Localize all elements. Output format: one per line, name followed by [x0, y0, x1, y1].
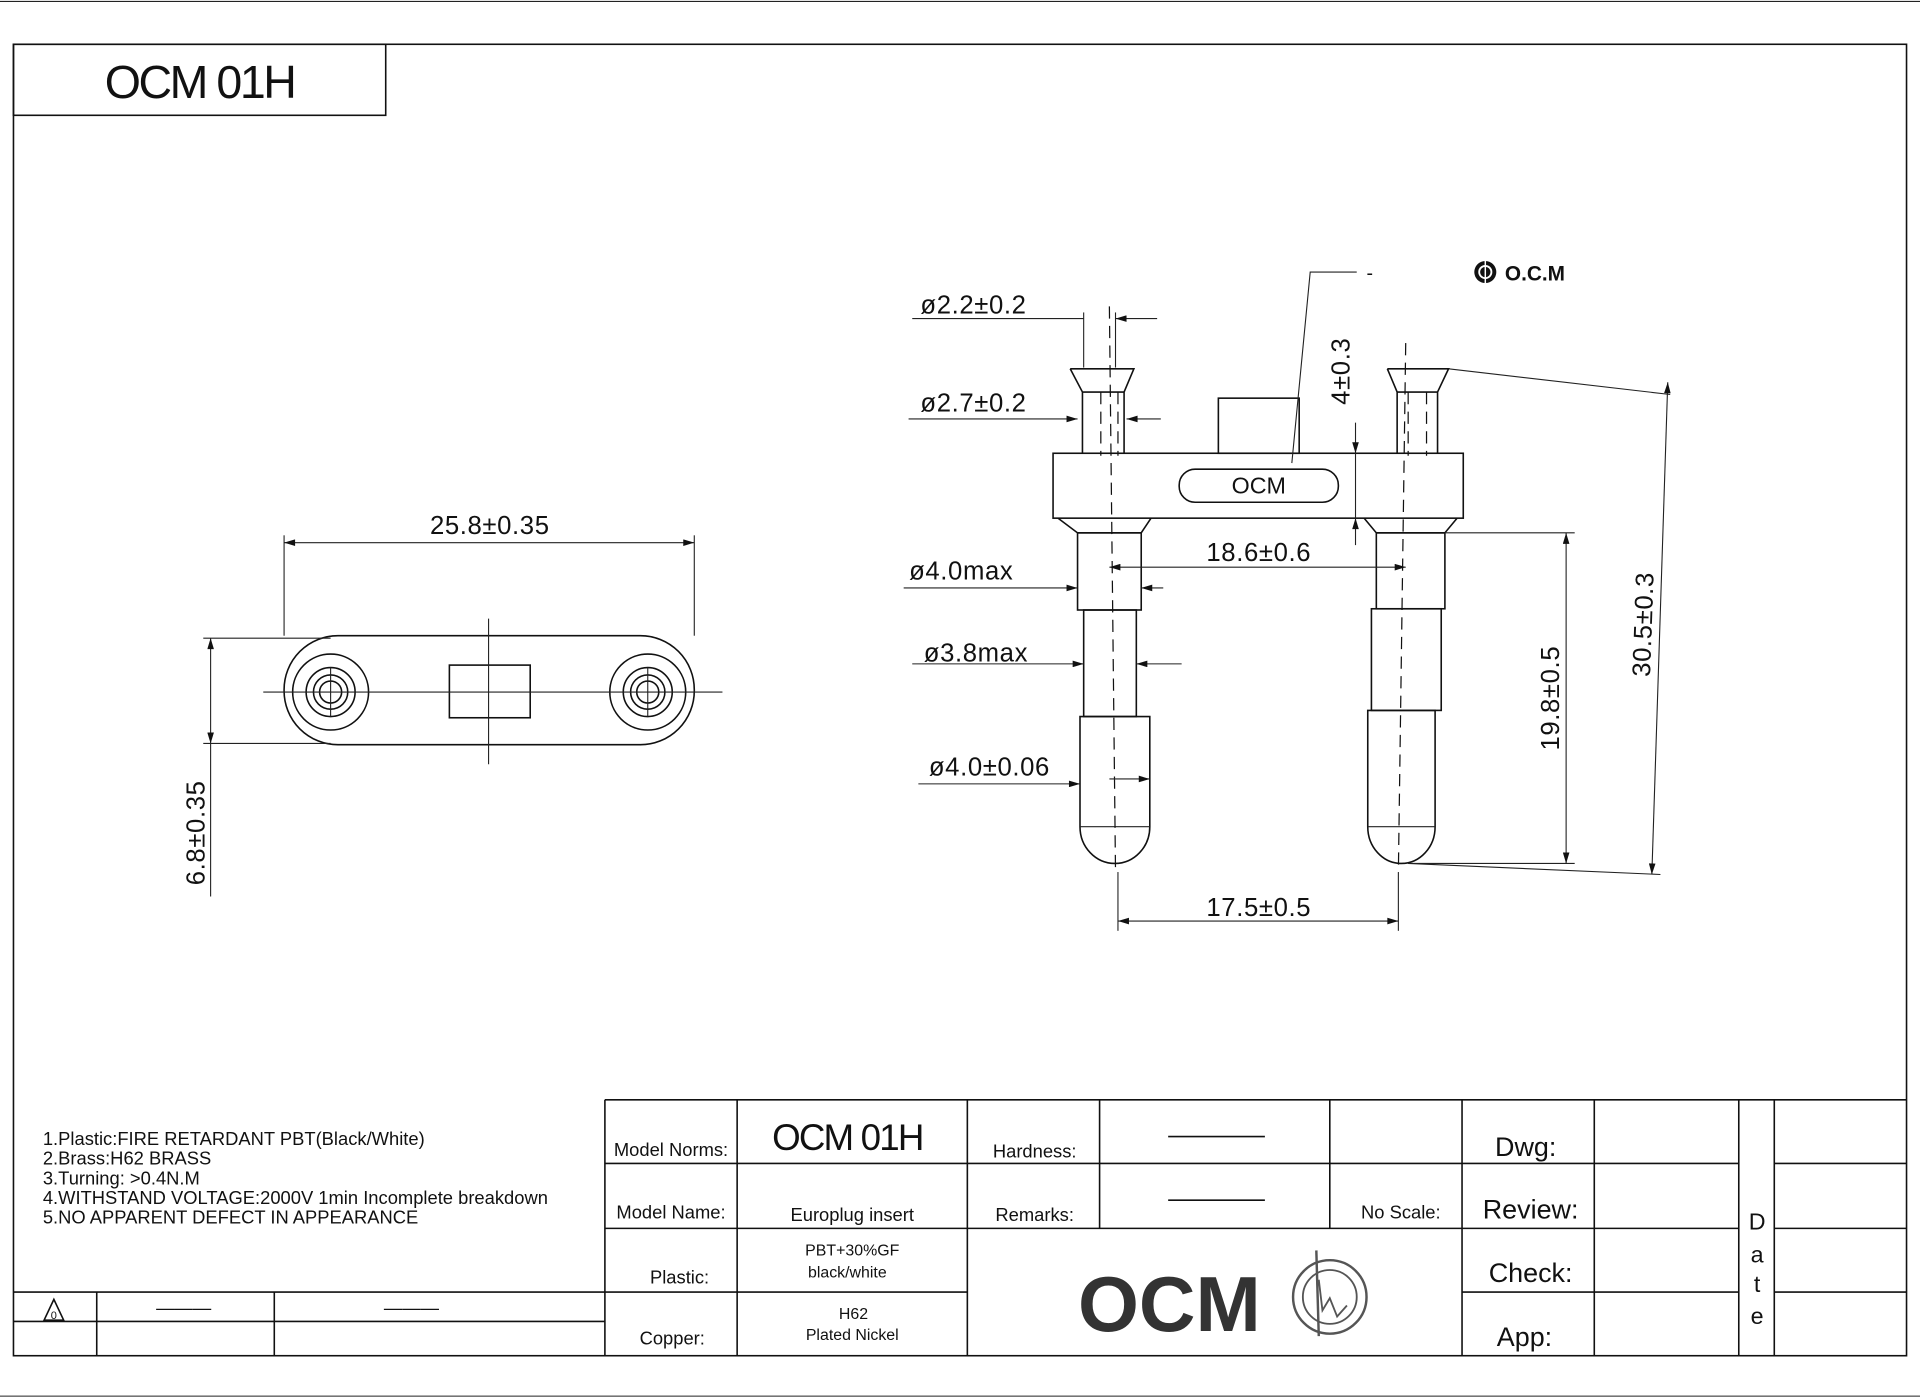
total-length-dimension: 30.5±0.3 — [1628, 572, 1660, 678]
notes: 1.Plastic:FIRE RETARDANT PBT(Black/White… — [43, 1128, 548, 1227]
plastic-value-2: black/white — [808, 1264, 887, 1281]
date-letter: t — [1754, 1271, 1761, 1297]
model-norms-label: Model Norms: — [614, 1139, 728, 1160]
remarks-label: Remarks: — [995, 1204, 1074, 1225]
logo-text: O.C.M — [1505, 263, 1565, 286]
right-pin — [1363, 343, 1458, 873]
plastic-value-1: PBT+30%GF — [805, 1242, 899, 1259]
model-name-value: Europlug insert — [790, 1204, 914, 1225]
drawing-title: OCM 01H — [105, 56, 295, 108]
title-block: Model Norms: OCM 01H Model Name: Europlu… — [604, 1099, 1907, 1356]
inner-spacing-dimension: 18.6±0.6 — [1206, 539, 1311, 567]
collar-diameter-dimension: ø4.0max — [909, 557, 1013, 585]
length-dimension: 25.8±0.35 — [430, 512, 550, 540]
note-4: 4.WITHSTAND VOLTAGE:2000V 1min Incomplet… — [43, 1187, 548, 1208]
top-boss — [1217, 397, 1300, 455]
center-boss — [448, 664, 531, 719]
pin-length-dimension: 19.8±0.5 — [1537, 646, 1565, 751]
plastic-label: Plastic: — [650, 1266, 709, 1287]
date-letter: e — [1751, 1303, 1764, 1329]
company-logo: OCM — [1078, 1250, 1368, 1348]
note-2: 2.Brass:H62 BRASS — [43, 1148, 211, 1169]
note-5: 5.NO APPARENT DEFECT IN APPEARANCE — [43, 1206, 418, 1227]
revision-value-2: ——— — [384, 1297, 440, 1318]
review-label: Review: — [1483, 1195, 1579, 1225]
left-pin — [1057, 306, 1152, 873]
revision-block: 0 ——— ——— — [13, 1291, 605, 1356]
pin-diameter-dimension: ø4.0±0.06 — [929, 753, 1050, 781]
copper-value-2: Plated Nickel — [806, 1327, 899, 1344]
model-norms-value: OCM 01H — [772, 1117, 922, 1158]
date-letter: D — [1749, 1209, 1766, 1235]
leader-dash: - — [1367, 262, 1374, 284]
funnel-diameter-dimension: ø2.7±0.2 — [920, 390, 1026, 418]
note-3: 3.Turning: >0.4N.M — [43, 1167, 200, 1188]
top-view: 25.8±0.35 6.8±0.35 — [182, 512, 723, 897]
check-label: Check: — [1489, 1258, 1573, 1288]
slot-mark-text: OCM — [1232, 473, 1286, 499]
svg-text:0: 0 — [51, 1310, 57, 1322]
copper-label: Copper: — [640, 1328, 705, 1349]
note-1: 1.Plastic:FIRE RETARDANT PBT(Black/White… — [43, 1128, 425, 1149]
hardness-label: Hardness: — [993, 1140, 1077, 1161]
front-view: OCM ø2.2±0.2 ø2.7±0.2 ø4 — [903, 258, 1671, 931]
copper-value-1: H62 — [839, 1306, 868, 1323]
company-logo-icon — [1291, 1250, 1368, 1337]
company-logo-text: OCM — [1078, 1260, 1261, 1348]
date-letter: a — [1751, 1242, 1764, 1268]
drawing-border — [12, 43, 1908, 1357]
width-dimension: 6.8±0.35 — [182, 780, 210, 885]
ocm-logo-icon — [1474, 258, 1497, 286]
insert-outline — [283, 634, 696, 746]
mark-slot — [1178, 468, 1340, 504]
title-box: OCM 01H — [12, 43, 387, 117]
tip-diameter-dimension: ø2.2±0.2 — [920, 292, 1026, 320]
pin-spacing-dimension: 17.5±0.5 — [1206, 894, 1311, 922]
model-name-label: Model Name: — [616, 1202, 725, 1223]
shank-diameter-dimension: ø3.8max — [924, 639, 1028, 667]
app-label: App: — [1497, 1322, 1552, 1352]
body-height-dimension: 4±0.3 — [1327, 338, 1355, 405]
revision-value-1: ——— — [156, 1297, 212, 1318]
scale-label: No Scale: — [1361, 1202, 1441, 1223]
revision-triangle-icon: 0 — [42, 1297, 65, 1322]
dwg-label: Dwg: — [1495, 1132, 1556, 1162]
